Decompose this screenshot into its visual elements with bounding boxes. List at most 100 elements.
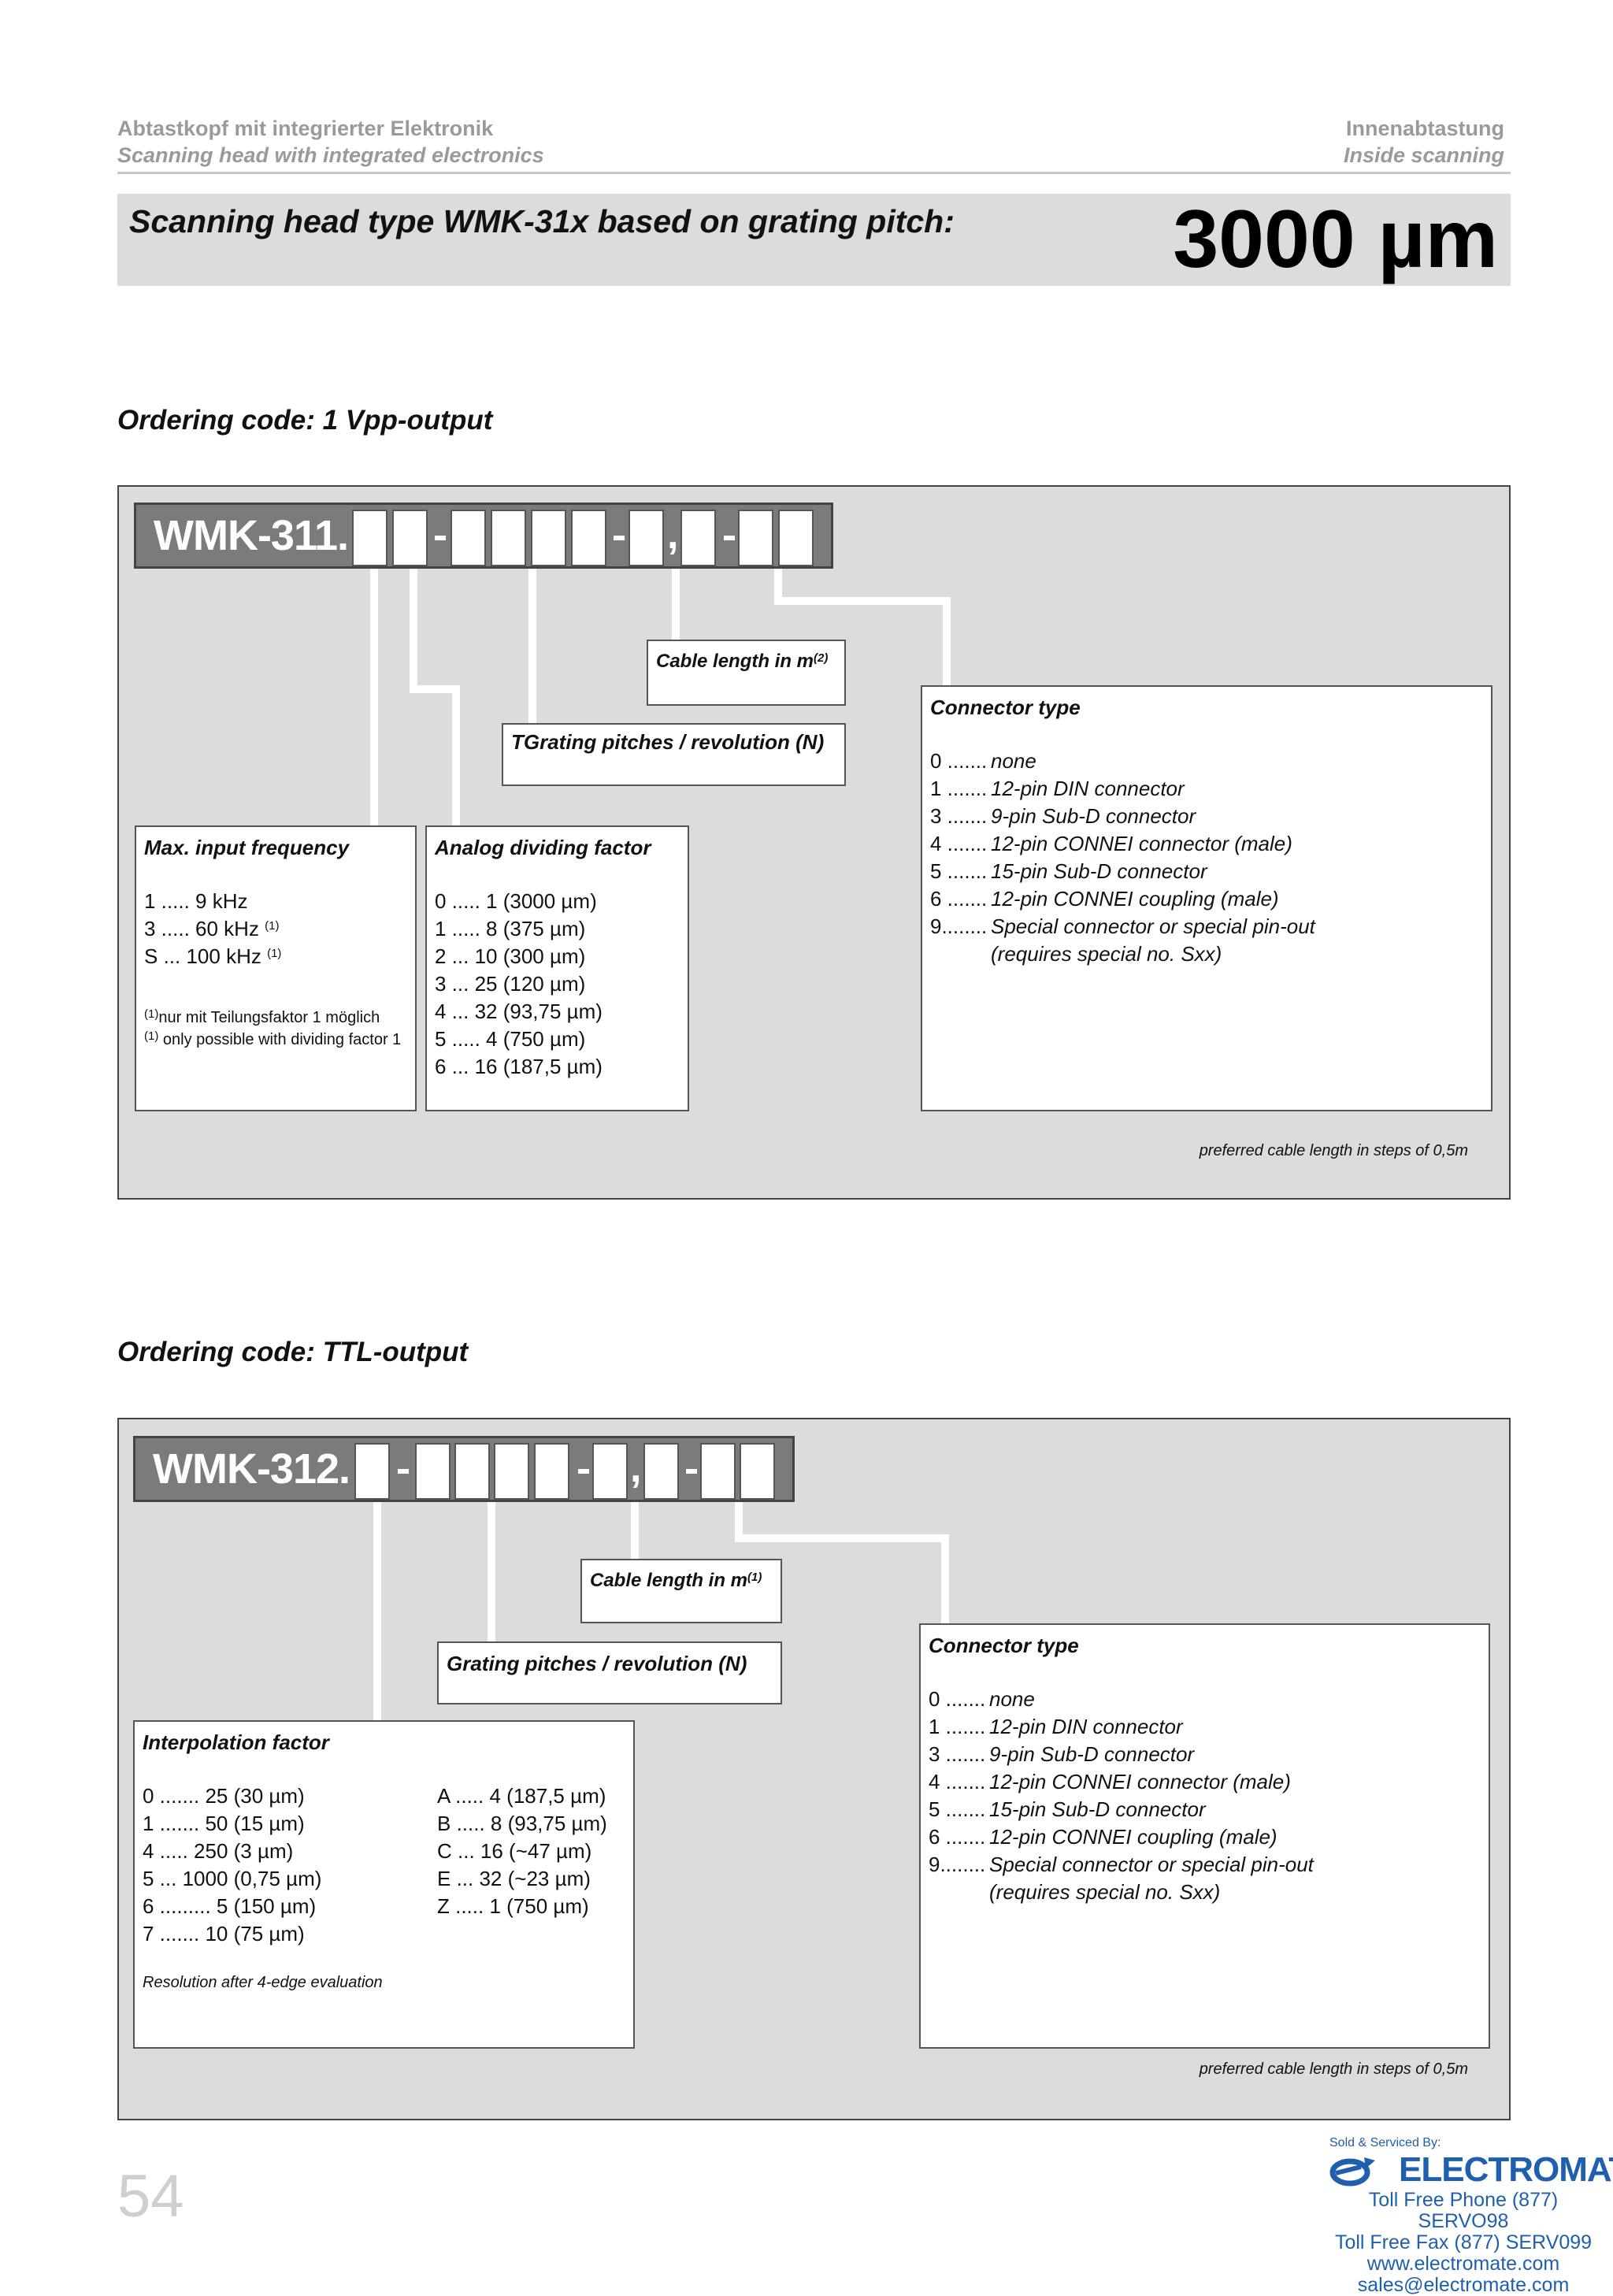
code-digit-field[interactable] [592,1443,628,1500]
connector-line [941,1534,949,1623]
dividing-factor-option: 1 ..... 8 (375 µm) [435,917,586,940]
connector-label: none [989,1687,1035,1711]
preferred-cable-note-1: preferred cable length in steps of 0,5m [1199,1142,1468,1159]
code-comma: , [667,512,679,558]
code-digit-field[interactable] [778,510,814,566]
connector-label: 12-pin CONNEI connector (male) [989,1770,1291,1793]
header-left-en: Scanning head with integrated electronic… [117,143,544,167]
header-left: Abtastkopf mit integrierter Elektronik S… [117,115,544,169]
connector-code: 3 ....... [929,1742,986,1766]
preferred-cable-note-2: preferred cable length in steps of 0,5m [1199,2060,1468,2078]
connector-label: 12-pin CONNEI coupling (male) [989,1825,1277,1849]
connector-option: 4 .......12-pin CONNEI connector (male) [930,830,1483,858]
dividing-factor-option: 6 ... 16 (187,5 µm) [435,1055,603,1078]
connector-line [488,1502,495,1641]
connector-option: 5 .......15-pin Sub-D connector [930,858,1483,885]
code-digit-field[interactable] [352,510,387,566]
connector-code: 3 ....... [930,804,988,828]
connector-label: (requires special no. Sxx) [991,942,1222,966]
electromate-logo-icon [1329,2153,1377,2187]
connector-line [410,685,460,693]
code-digit-field[interactable] [415,1443,451,1500]
connector-option: 0 .......none [929,1686,1481,1713]
code-digit-field[interactable] [454,1443,490,1500]
code-digit-field[interactable] [629,510,664,566]
code-digit-field[interactable] [494,1443,529,1500]
grating-pitch-value: 3000 µm [1173,194,1498,285]
connector-option: 1 .......12-pin DIN connector [930,775,1483,803]
email-link[interactable]: sales@electromate.com [1357,2274,1570,2296]
phone: Toll Free Phone (877) SERVO98 [1368,2189,1559,2232]
connector-option: 6 .......12-pin CONNEI coupling (male) [930,885,1483,913]
code-digit-field[interactable] [534,1443,569,1500]
interpolation-option: Z ..... 1 (750 µm) [437,1894,589,1918]
code-digit-field[interactable] [700,1443,736,1500]
page-title: Scanning head type WMK-31x based on grat… [129,203,955,239]
code-comma: , [630,1445,642,1491]
connector-option: 3 .......9-pin Sub-D connector [929,1741,1481,1768]
connector-option: (requires special no. Sxx) [929,1879,1481,1906]
connector-label: 9-pin Sub-D connector [991,804,1196,828]
footnote-marker: (1) [144,1007,159,1021]
code-digit-field[interactable] [451,510,486,566]
code-digit-field[interactable] [643,1443,679,1500]
connector-code: 5 ....... [929,1797,986,1821]
connector-code: 5 ....... [930,859,988,883]
connector-label: 15-pin Sub-D connector [989,1797,1206,1821]
connector-label: Special connector or special pin-out [989,1853,1314,1876]
code-digit-field[interactable] [738,510,773,566]
frequency-option-text: S ... 100 kHz [144,944,268,968]
header-right-de: Innenabtastung [1346,117,1504,140]
grating-box-2: Grating pitches / revolution (N) [437,1641,782,1704]
order-code-prefix: WMK-311. [154,512,349,559]
interpolation-option: C ... 16 (~47 µm) [437,1839,592,1863]
website-link[interactable]: www.electromate.com [1366,2253,1560,2275]
code-digit-field[interactable] [491,510,526,566]
interpolation-heading: Interpolation factor [143,1730,329,1754]
frequency-option: 3 ..... 60 kHz (1) [144,915,407,943]
connector-line [410,569,417,693]
code-digit-field[interactable] [740,1443,775,1500]
contact-block: Toll Free Phone (877) SERVO98 Toll Free … [1329,2190,1597,2296]
footnote-marker: (1) [265,919,280,933]
connector-option: 4 .......12-pin CONNEI connector (male) [929,1768,1481,1796]
code-digit-field[interactable] [354,1443,390,1500]
dividing-factor-option: 2 ... 10 (300 µm) [435,944,586,968]
dividing-factor-option: 3 ... 25 (120 µm) [435,972,586,996]
code-digit-field[interactable] [531,510,566,566]
interpolation-box: Interpolation factor 0 ....... 25 (30 µm… [133,1720,635,2049]
footnote-marker: (1) [267,947,282,960]
interpolation-option: 6 ......... 5 (150 µm) [143,1894,317,1918]
analog-heading: Analog dividing factor [435,836,651,859]
frequency-option: 1 ..... 9 kHz [144,888,407,915]
code-digit-field[interactable] [571,510,606,566]
header-rule [117,172,1511,174]
cable-length-label: Cable length in m [590,1570,748,1591]
interpolation-option: 1 ....... 50 (15 µm) [143,1812,305,1835]
interpolation-option: 5 ... 1000 (0,75 µm) [143,1867,322,1890]
connector-code: 1 ....... [930,777,988,800]
dividing-factor-option: 4 ... 32 (93,75 µm) [435,1000,603,1023]
connector-label: 12-pin CONNEI connector (male) [991,832,1292,855]
max-frequency-heading: Max. input frequency [144,836,350,859]
connector-code: 9........ [930,914,988,938]
code-digit-field[interactable] [680,510,716,566]
connector-heading: Connector type [930,695,1081,719]
order-code-prefix: WMK-312. [153,1445,350,1493]
connector-line [373,1502,381,1720]
connector-label: (requires special no. Sxx) [989,1880,1221,1904]
connector-option: 3 .......9-pin Sub-D connector [930,803,1483,830]
footnote-text: nur mit Teilungsfaktor 1 möglich [158,1009,380,1026]
resolution-note: Resolution after 4-edge evaluation [143,1974,383,1991]
footnote: (1) only possible with dividing factor 1 [144,1029,407,1051]
interpolation-option: 0 ....... 25 (30 µm) [143,1784,305,1808]
sold-by-label: Sold & Serviced By: [1329,2136,1441,2149]
code-digit-field[interactable] [392,510,428,566]
cable-length-sup: (2) [814,651,829,665]
connector-code: 4 ....... [930,832,988,855]
footnote-marker: (1) [144,1029,159,1043]
cable-length-box-2: Cable length in m(1) [580,1559,782,1623]
connector-code: 4 ....... [929,1770,986,1793]
